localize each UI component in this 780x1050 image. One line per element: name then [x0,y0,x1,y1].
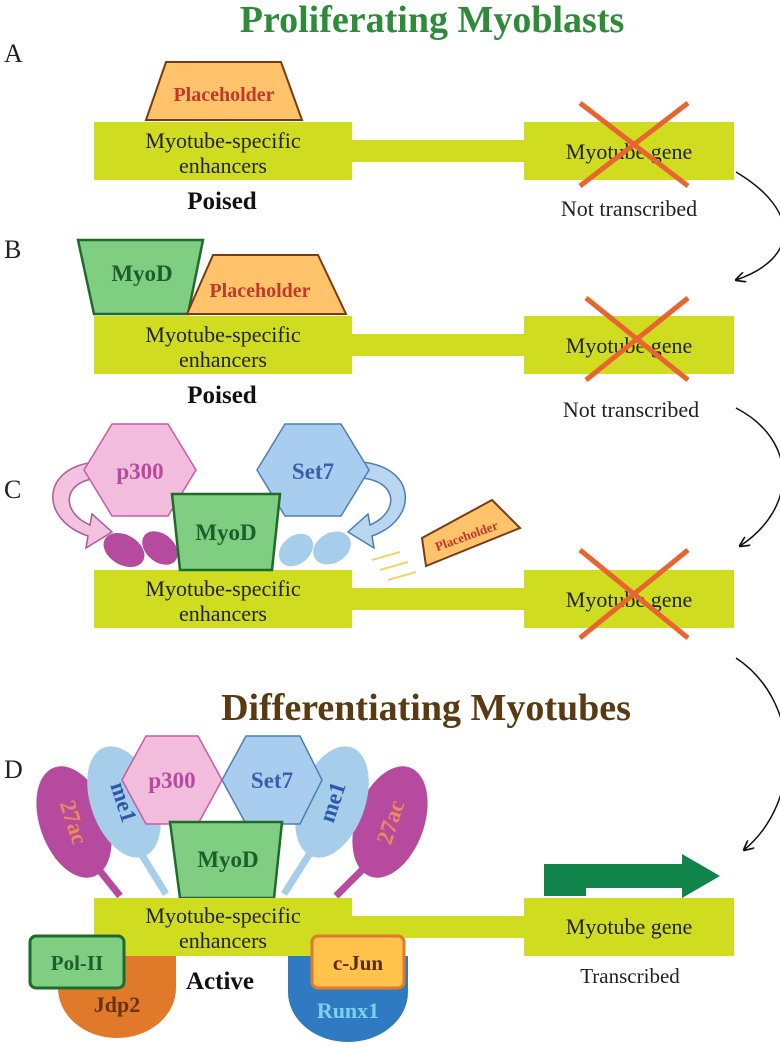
acetyl-mark [352,766,428,878]
enhancer-label-line2: enhancers [179,928,267,953]
placeholder-protein [144,61,304,121]
p300-recruit-arrow [52,461,114,550]
gene-label: Myotube gene [566,914,692,939]
myod-label: MyoD [197,847,258,872]
methyl-mark-blob [313,531,351,565]
state-active: Active [186,968,254,995]
myod-label: MyoD [195,520,256,545]
p300-label: p300 [148,768,195,793]
p300-label: p300 [116,459,163,484]
acetyl-mark-blob [142,531,178,565]
title-proliferating: Proliferating Myoblasts [240,0,625,41]
placeholder-label: Placeholder [209,280,310,302]
pol2-label: Pol-II [51,951,104,975]
transcription-status: Not transcribed [563,397,699,422]
title-differentiating: Differentiating Myotubes [221,687,631,729]
enhancer-label-line2: enhancers [179,347,267,372]
dna-linker [352,916,524,938]
runx1-label: Runx1 [317,998,379,1023]
panel-letter-a: A [4,39,23,68]
state-poised: Poised [187,188,257,215]
enhancer-label-line1: Myotube-specific [145,903,300,928]
enhancer-label-line2: enhancers [179,601,267,626]
panel-b: Myotube-specific enhancers Myotube gene … [76,238,734,422]
acetyl-tail [333,863,369,899]
cjun-protein [310,934,406,990]
set7-protein [221,735,323,825]
set7-label: Set7 [251,768,293,793]
methyl-tail [281,848,315,896]
no-transcription-cross [578,101,690,188]
pol2-protein [28,934,126,990]
transition-arrow-b-c [735,407,780,546]
set7-protein [256,423,370,517]
dna-linker [352,334,524,356]
p300-protein [83,423,197,517]
enhancer-box [94,898,352,956]
myod-label: MyoD [111,261,172,286]
enhancer-label-line1: Myotube-specific [145,128,300,153]
enhancer-box [94,570,352,628]
no-transcription-cross [578,548,690,640]
panel-letter-b: B [4,235,21,264]
panel-c: Myotube-specific enhancers Myotube gene … [52,423,734,640]
transcription-status: Not transcribed [561,196,697,221]
state-poised: Poised [187,382,257,409]
methyl-tail [137,850,169,896]
set7-recruit-arrow [346,461,407,550]
no-transcription-cross [584,296,690,382]
acetyl-mark-blob [103,532,145,568]
panel-a: Myotube-specific enhancers Myotube gene … [94,61,734,221]
placeholder-protein [420,498,522,568]
gene-box [524,898,734,956]
enhancer-label-line1: Myotube-specific [145,576,300,601]
enhancer-label-line2: enhancers [179,153,267,178]
dna-linker [352,588,524,610]
enhancer-box [94,316,352,374]
departing-placeholder: Placeholder [371,498,522,581]
enhancer-label-line1: Myotube-specific [145,322,300,347]
panel-letter-d: D [4,755,23,784]
enhancer-box [94,122,352,180]
jdp2-label: Jdp2 [94,992,140,1017]
transcription-start-arrow [544,854,720,898]
cjun-label: c-Jun [333,951,383,975]
myod-protein [170,492,282,572]
placeholder-protein [185,254,348,315]
transition-arrow-c-d [735,657,780,850]
panel-d: 27ac 27ac me1 me1 p300 Set7 MyoD Myotube… [28,735,734,1042]
transcription-status: Transcribed [580,964,680,988]
transition-arrow-a-b [736,171,780,280]
panel-letter-c: C [4,475,21,504]
dna-linker [352,140,524,162]
methyl-mark-blob [278,533,314,567]
placeholder-label: Placeholder [173,84,274,106]
set7-label: Set7 [292,459,334,484]
